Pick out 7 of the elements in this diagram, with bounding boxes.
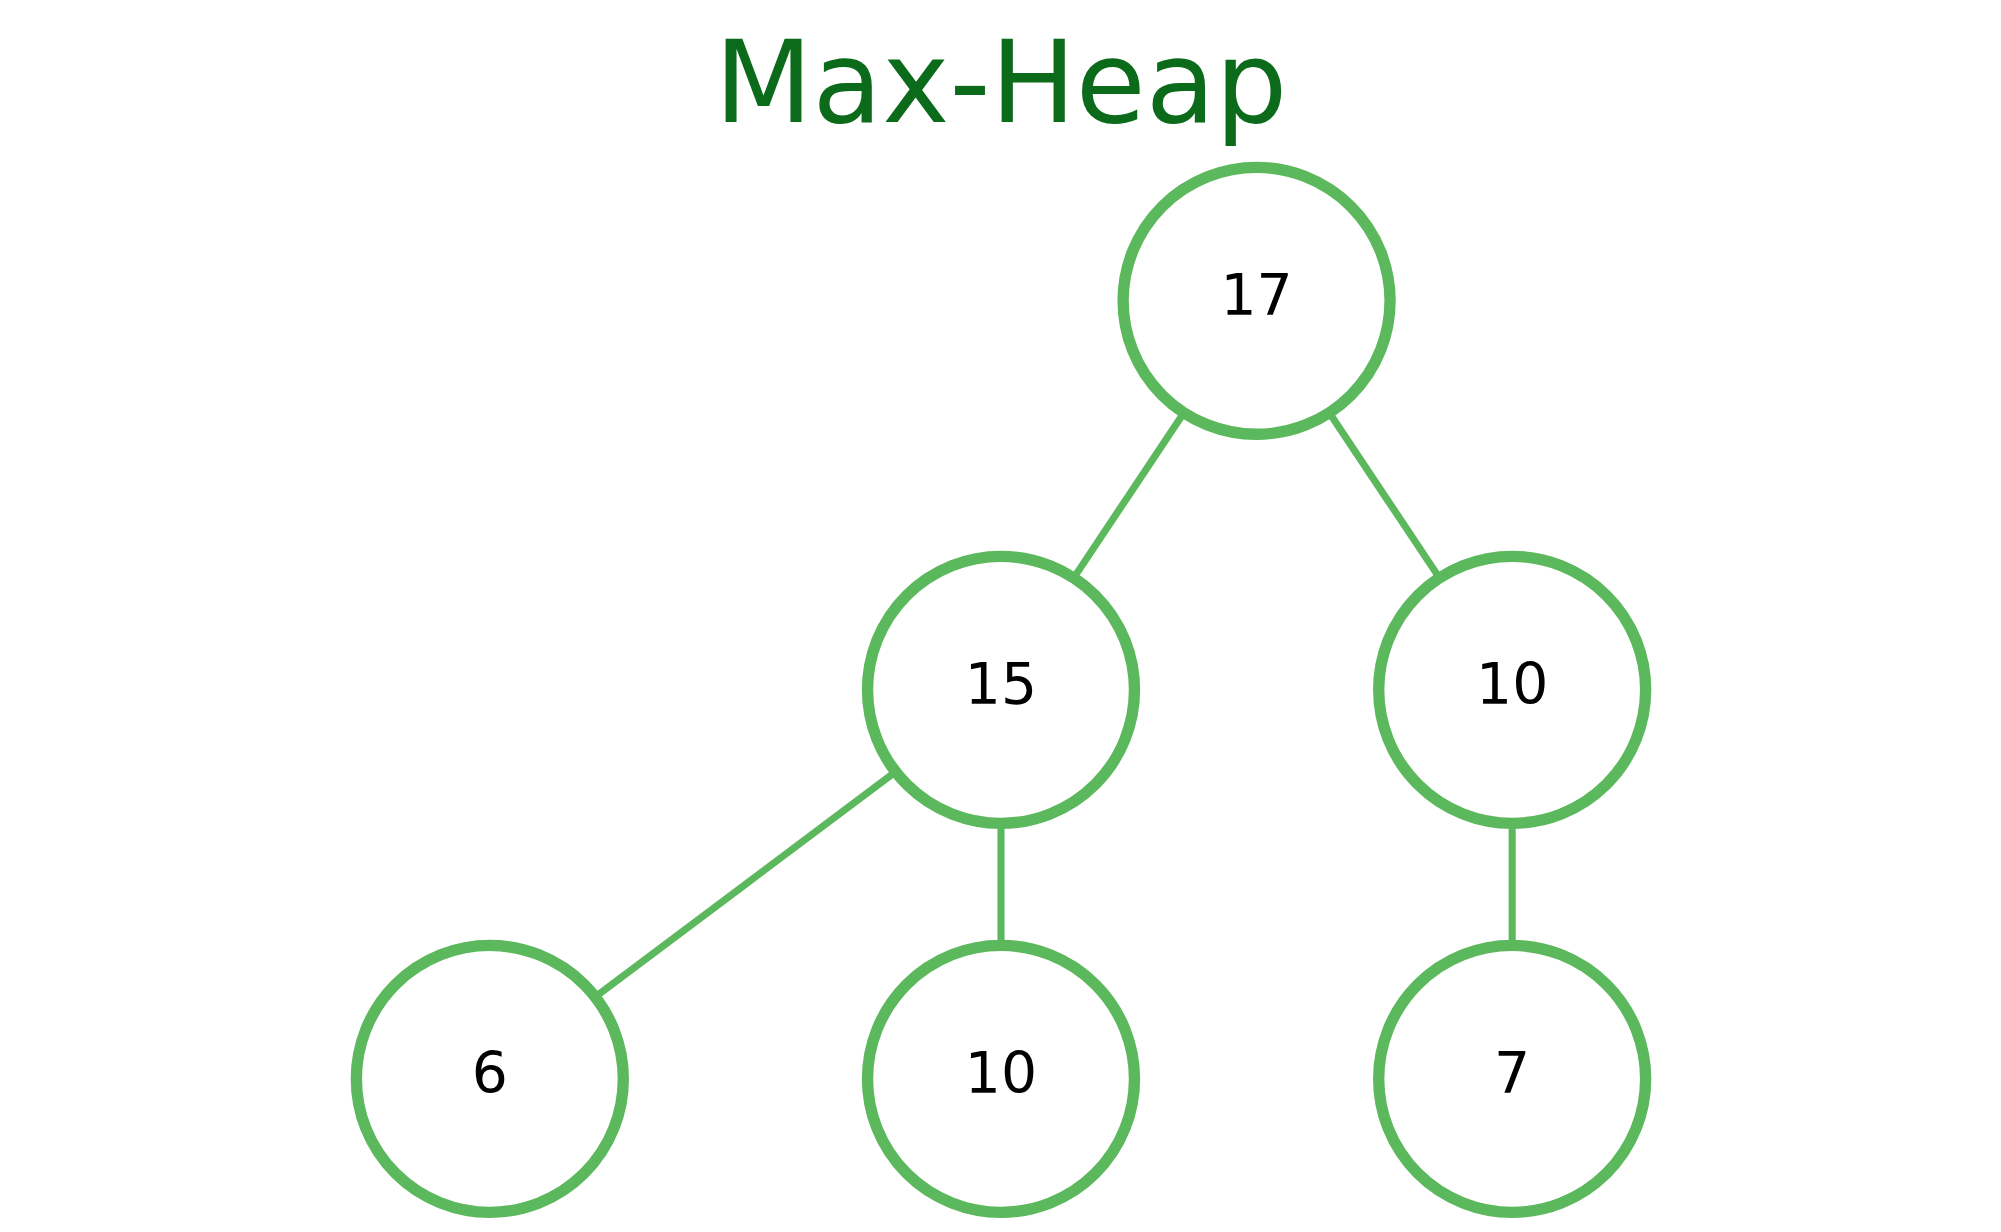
node-circle: 17 <box>1116 161 1396 440</box>
diagram-title: Max-Heap <box>714 16 1287 149</box>
node-circle: 10 <box>861 939 1140 1219</box>
node-circle: 7 <box>1372 939 1651 1219</box>
node-circle: 6 <box>350 939 629 1219</box>
node-circle: 15 <box>861 550 1140 829</box>
node-circle: 10 <box>1372 550 1651 829</box>
